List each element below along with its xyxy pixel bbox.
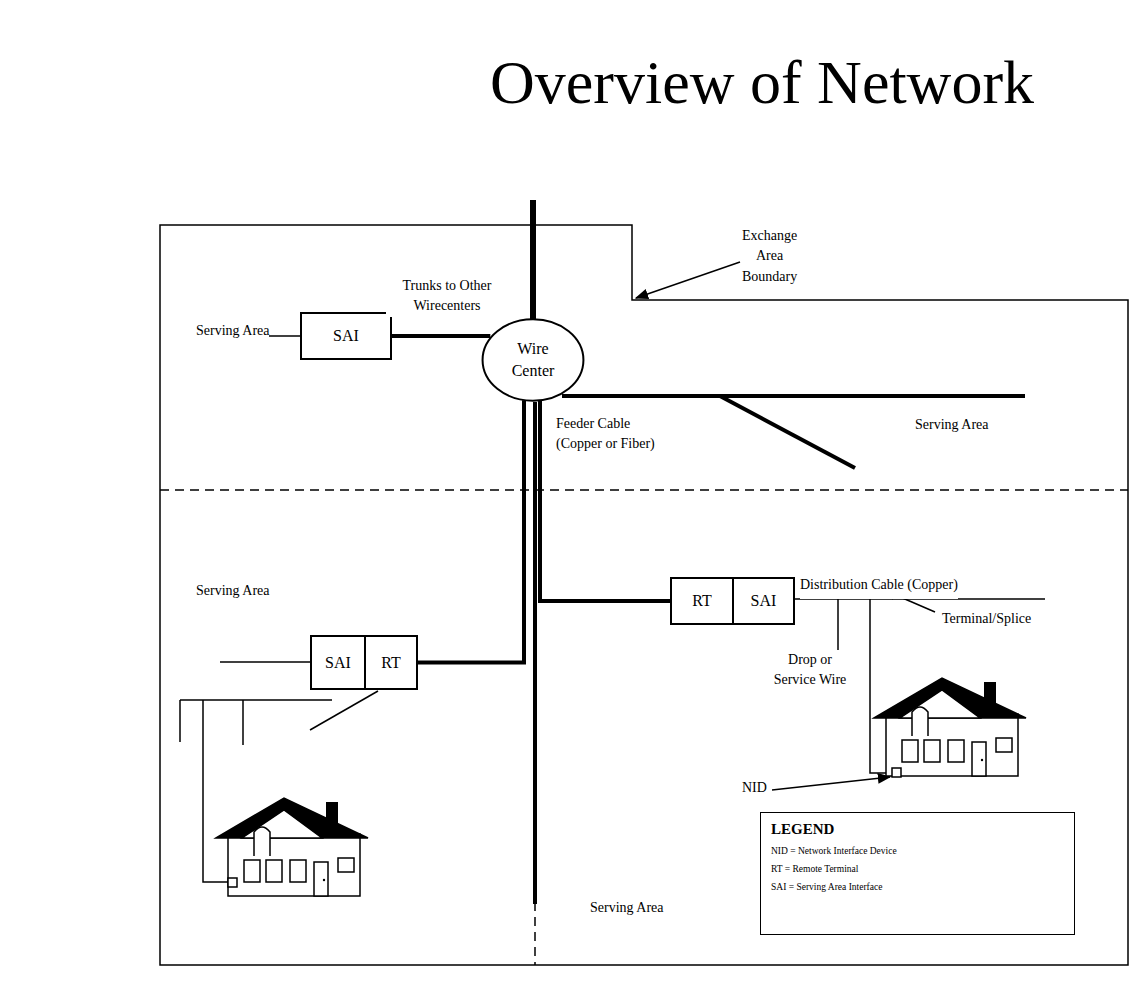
- feeder-connector: [392, 334, 490, 338]
- drop-wire: [179, 700, 181, 742]
- boundary-label: Exchange Area Boundary: [742, 226, 797, 287]
- node-text: SAI: [751, 590, 777, 612]
- legend-entry: RT = Remote Terminal: [771, 860, 1064, 878]
- nid-label: NID: [742, 775, 767, 802]
- area-label: Serving Area: [590, 895, 663, 922]
- house: [216, 798, 368, 896]
- area-label: Serving Area: [196, 578, 269, 605]
- distribution-cable: [220, 661, 310, 663]
- wire-label: Drop or Service Wire: [766, 650, 854, 691]
- feeder-connector: [418, 400, 524, 662]
- sai-box: SAI: [300, 312, 392, 360]
- node-text: SAI: [333, 325, 359, 347]
- area-label: Serving Area: [196, 318, 269, 345]
- ellipse-outline: [481, 318, 585, 402]
- leader-arrow: [772, 777, 890, 790]
- feeder-cable: [533, 402, 537, 904]
- node-text: Wire Center: [512, 338, 555, 381]
- exchange-area-boundary: [160, 225, 1128, 965]
- trunk-cable: [530, 200, 536, 320]
- drop-wire: [242, 700, 244, 745]
- house: [874, 678, 1026, 776]
- legend-text: RT = Remote Terminal: [771, 860, 858, 878]
- cable-label: Distribution Cable (Copper): [800, 572, 958, 599]
- legend-box: LEGEND NID = Network Interface DeviceRT =…: [760, 812, 1075, 935]
- splice-label: Terminal/Splice: [942, 606, 1031, 633]
- serving-area-border: [160, 489, 1128, 491]
- feeder-cable: [720, 396, 855, 468]
- legend-entry: NID = Network Interface Device: [771, 842, 1064, 860]
- node-text: RT: [381, 652, 400, 674]
- leader-arrow: [636, 262, 740, 298]
- sai-box: SAI: [310, 635, 366, 690]
- sai-box: SAI: [732, 577, 795, 625]
- rt-box: RT: [670, 577, 734, 625]
- legend-heading: LEGEND: [771, 821, 1064, 838]
- serving-area-border: [534, 902, 536, 965]
- distribution-cable: [310, 691, 378, 730]
- node-text: SAI: [325, 652, 351, 674]
- trunk-label: Trunks to Other Wirecenters: [386, 276, 508, 317]
- area-label: Serving Area: [915, 412, 988, 439]
- nid-box: [892, 768, 901, 777]
- legend-entry: SAI = Serving Area Interface: [771, 878, 1064, 896]
- nid-box: [228, 878, 237, 887]
- rt-box: RT: [364, 635, 418, 690]
- cable-label: Feeder Cable (Copper or Fiber): [556, 414, 678, 455]
- node-text: RT: [692, 590, 711, 612]
- drop-wire: [203, 700, 228, 882]
- wire-center: Wire Center: [481, 318, 585, 402]
- page-title: Overview of Network: [490, 48, 1034, 116]
- legend-text: SAI = Serving Area Interface: [771, 878, 882, 896]
- legend-text: NID = Network Interface Device: [771, 842, 897, 860]
- feeder-cable: [562, 394, 1025, 398]
